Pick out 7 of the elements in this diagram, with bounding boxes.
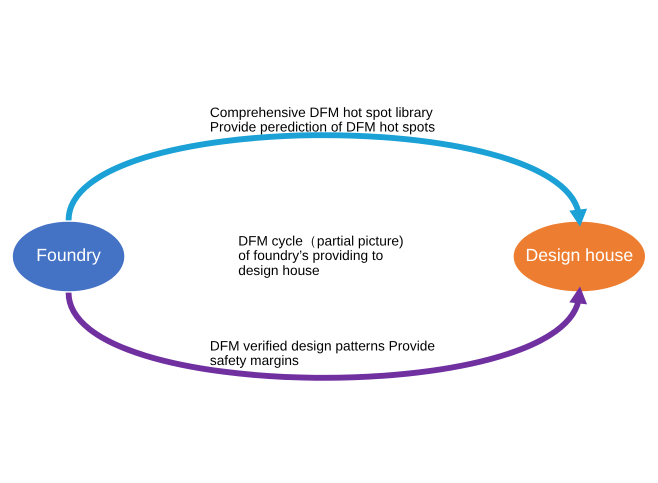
node-ellipse: Design house <box>512 220 646 292</box>
arrow <box>66 132 588 226</box>
edge-label: DFM verified design patterns Provide safety margins <box>210 338 436 368</box>
node-ellipse: Foundry <box>12 220 126 292</box>
label: DFM cycle（partial picture) of foundry’s providing to design house <box>238 232 404 278</box>
edge-label: Comprehensive DFM hot spot library Provide perediction of DFM hot spots <box>210 104 436 134</box>
arrow <box>66 286 588 380</box>
